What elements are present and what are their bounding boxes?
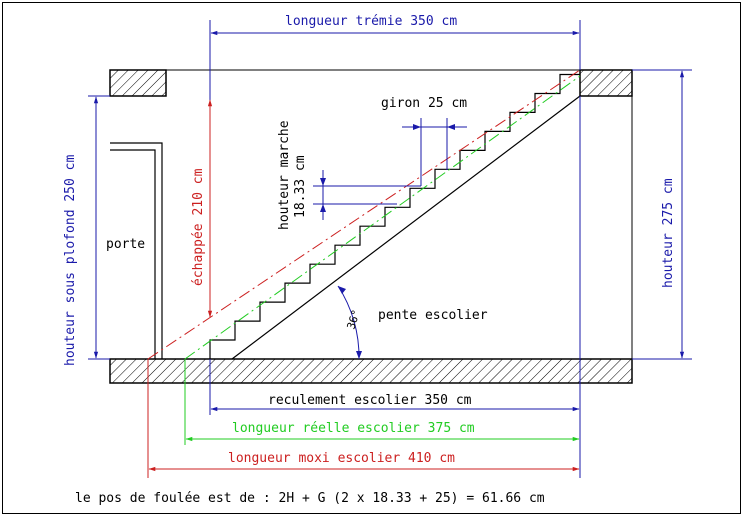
floor-slab	[109, 358, 633, 384]
reculement-label: reculement escolier 350 cm	[268, 393, 472, 408]
upper-slab-right	[579, 69, 633, 97]
stair-stringer	[231, 95, 581, 360]
pente-label: pente escolier	[378, 308, 488, 323]
echappee-label: échappée 210 cm	[191, 168, 206, 286]
door-label: porte	[106, 237, 145, 252]
angle-arrows	[338, 286, 362, 359]
maxi-label: longueur moxi escolier 410 cm	[228, 451, 455, 466]
upper-slab-left	[109, 69, 167, 97]
formula-text: le pos de foulée est de : 2H + G (2 x 18…	[75, 491, 545, 506]
door-frame	[110, 142, 163, 359]
reelle-label: longueur réelle escolier 375 cm	[232, 421, 475, 436]
marche-arrows	[320, 178, 326, 212]
hauteur-marche-label-1: houteur marche	[277, 120, 292, 230]
hauteur-label: houteur 275 cm	[661, 178, 676, 288]
hauteur-marche-label-2: 18.33 cm	[293, 155, 308, 218]
angle-label: 36°	[344, 308, 363, 331]
red-pitch-line	[147, 69, 581, 360]
tremie-label: longueur trémie 350 cm	[285, 14, 457, 29]
giron-label: giron 25 cm	[381, 96, 467, 111]
sous-plafond-label: houteur sous plofond 250 cm	[63, 155, 78, 366]
stair-steps	[209, 73, 580, 359]
green-pitch-line	[184, 75, 581, 360]
